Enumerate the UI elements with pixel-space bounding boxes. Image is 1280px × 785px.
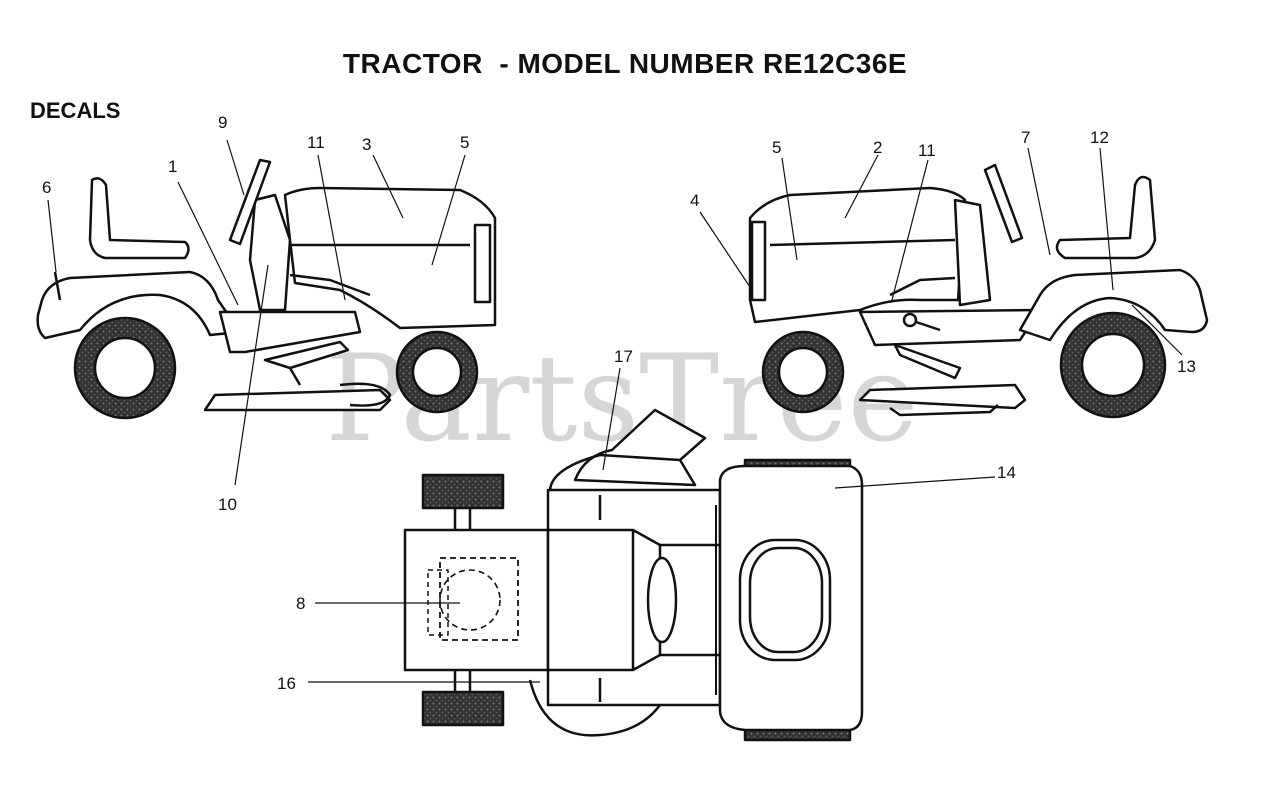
steering-wheel bbox=[228, 158, 272, 246]
tractor-left-view bbox=[36, 158, 497, 420]
callout-left-9: 9 bbox=[218, 113, 227, 132]
rear-fender bbox=[36, 270, 242, 340]
steering-wheel-right bbox=[983, 163, 1024, 244]
callout-top-8: 8 bbox=[296, 594, 305, 613]
top-wheel-rear-top bbox=[421, 473, 505, 510]
callout-right-5: 5 bbox=[772, 138, 781, 157]
left-callout-leaders bbox=[47, 139, 466, 486]
right-callout-leaders bbox=[699, 147, 1183, 356]
top-callouts: 17 14 8 16 bbox=[277, 347, 1016, 693]
callout-top-17: 17 bbox=[614, 347, 633, 366]
hood bbox=[283, 186, 497, 330]
tractor-right-view bbox=[748, 163, 1209, 419]
callout-right-13: 13 bbox=[1177, 357, 1196, 376]
callout-top-14: 14 bbox=[997, 463, 1016, 482]
seat bbox=[88, 177, 190, 260]
hood-right bbox=[748, 186, 967, 324]
top-callout-leaders bbox=[308, 367, 996, 683]
seat-right bbox=[1055, 175, 1157, 260]
callout-left-1: 1 bbox=[168, 157, 177, 176]
tractor-top-view bbox=[403, 408, 864, 742]
callout-right-12: 12 bbox=[1090, 128, 1109, 147]
callout-top-16: 16 bbox=[277, 674, 296, 693]
callout-left-3: 3 bbox=[362, 135, 371, 154]
callout-right-7: 7 bbox=[1021, 128, 1030, 147]
callout-left-10: 10 bbox=[218, 495, 237, 514]
mower-deck-right bbox=[858, 383, 1027, 410]
callout-right-2: 2 bbox=[873, 138, 882, 157]
top-wheel-rear-bottom bbox=[421, 690, 505, 727]
callout-left-6: 6 bbox=[42, 178, 51, 197]
callout-left-5: 5 bbox=[460, 133, 469, 152]
steering-column bbox=[248, 193, 292, 312]
mower-deck bbox=[203, 388, 392, 412]
page-title: TRACTOR - MODEL NUMBER RE12C36E bbox=[342, 48, 908, 79]
section-label: DECALS bbox=[30, 98, 121, 123]
right-callouts: 4 5 2 11 7 12 13 bbox=[690, 128, 1196, 376]
callout-right-4: 4 bbox=[690, 191, 699, 210]
callout-right-11: 11 bbox=[918, 141, 936, 160]
rear-fender-right bbox=[1018, 268, 1209, 342]
left-callouts: 1 9 11 3 5 6 10 bbox=[42, 113, 469, 514]
callout-left-11: 11 bbox=[307, 133, 325, 152]
